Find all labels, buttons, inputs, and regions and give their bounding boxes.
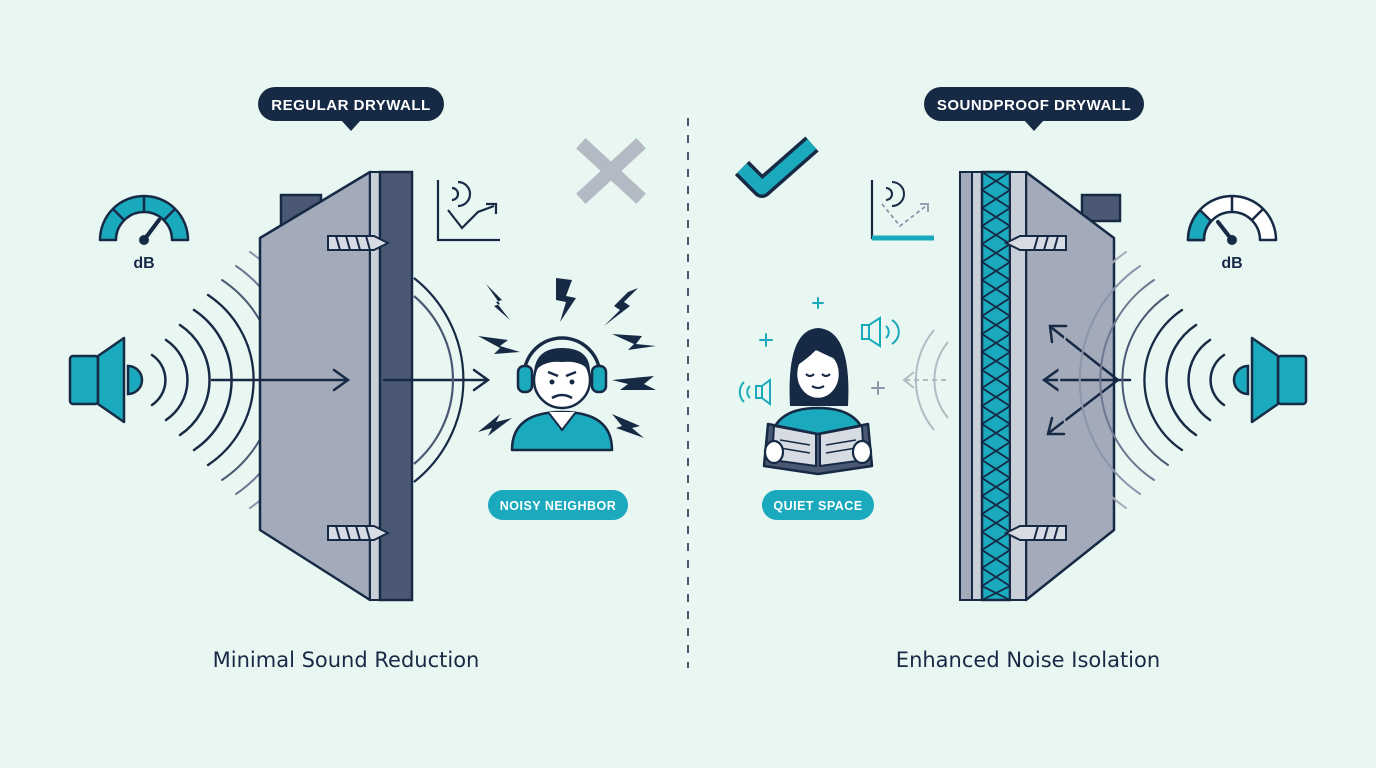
left-title-text: REGULAR DRYWALL — [271, 97, 430, 114]
anger-lightning-icons — [478, 278, 656, 438]
soundproof-drywall-panel — [959, 170, 1122, 602]
muted-speaker-icons — [738, 316, 900, 406]
left-screws — [327, 235, 391, 541]
right-noise-chart-icon — [870, 180, 934, 241]
quiet-space-badge: QUIET SPACE — [762, 490, 874, 520]
left-noise-chart-icon — [436, 180, 500, 242]
right-title-text: SOUNDPROOF DRYWALL — [937, 97, 1131, 114]
right-caption: Enhanced Noise Isolation — [896, 648, 1160, 672]
quiet-reader-person — [762, 328, 874, 476]
left-through-waves — [413, 277, 465, 483]
left-db-unit: dB — [133, 255, 154, 272]
left-transmission-arrows — [210, 368, 491, 392]
right-db-unit: dB — [1221, 255, 1242, 272]
insulation-zigzag — [980, 171, 1012, 601]
cross-icon — [576, 138, 646, 204]
right-reflection-arrows — [1041, 324, 1132, 436]
right-db-meter-icon: dB — [1186, 194, 1278, 272]
sparkle-icons — [759, 297, 885, 395]
right-title-pill: SOUNDPROOF DRYWALL — [924, 87, 1144, 131]
check-icon — [734, 136, 819, 198]
right-speaker-icon — [1232, 336, 1308, 424]
noisy-neighbor-badge: NOISY NEIGHBOR — [488, 490, 628, 520]
right-screws — [1003, 235, 1067, 541]
noisy-neighbor-label: NOISY NEIGHBOR — [500, 499, 617, 513]
left-speaker-icon — [68, 336, 144, 424]
left-db-meter-icon: dB — [98, 194, 190, 272]
left-title-pill: REGULAR DRYWALL — [258, 87, 444, 131]
faint-sound-waves — [902, 329, 949, 431]
quiet-space-label: QUIET SPACE — [773, 499, 862, 513]
noisy-neighbor-person — [510, 336, 614, 452]
right-sound-waves — [1058, 251, 1226, 509]
left-caption: Minimal Sound Reduction — [213, 648, 480, 672]
